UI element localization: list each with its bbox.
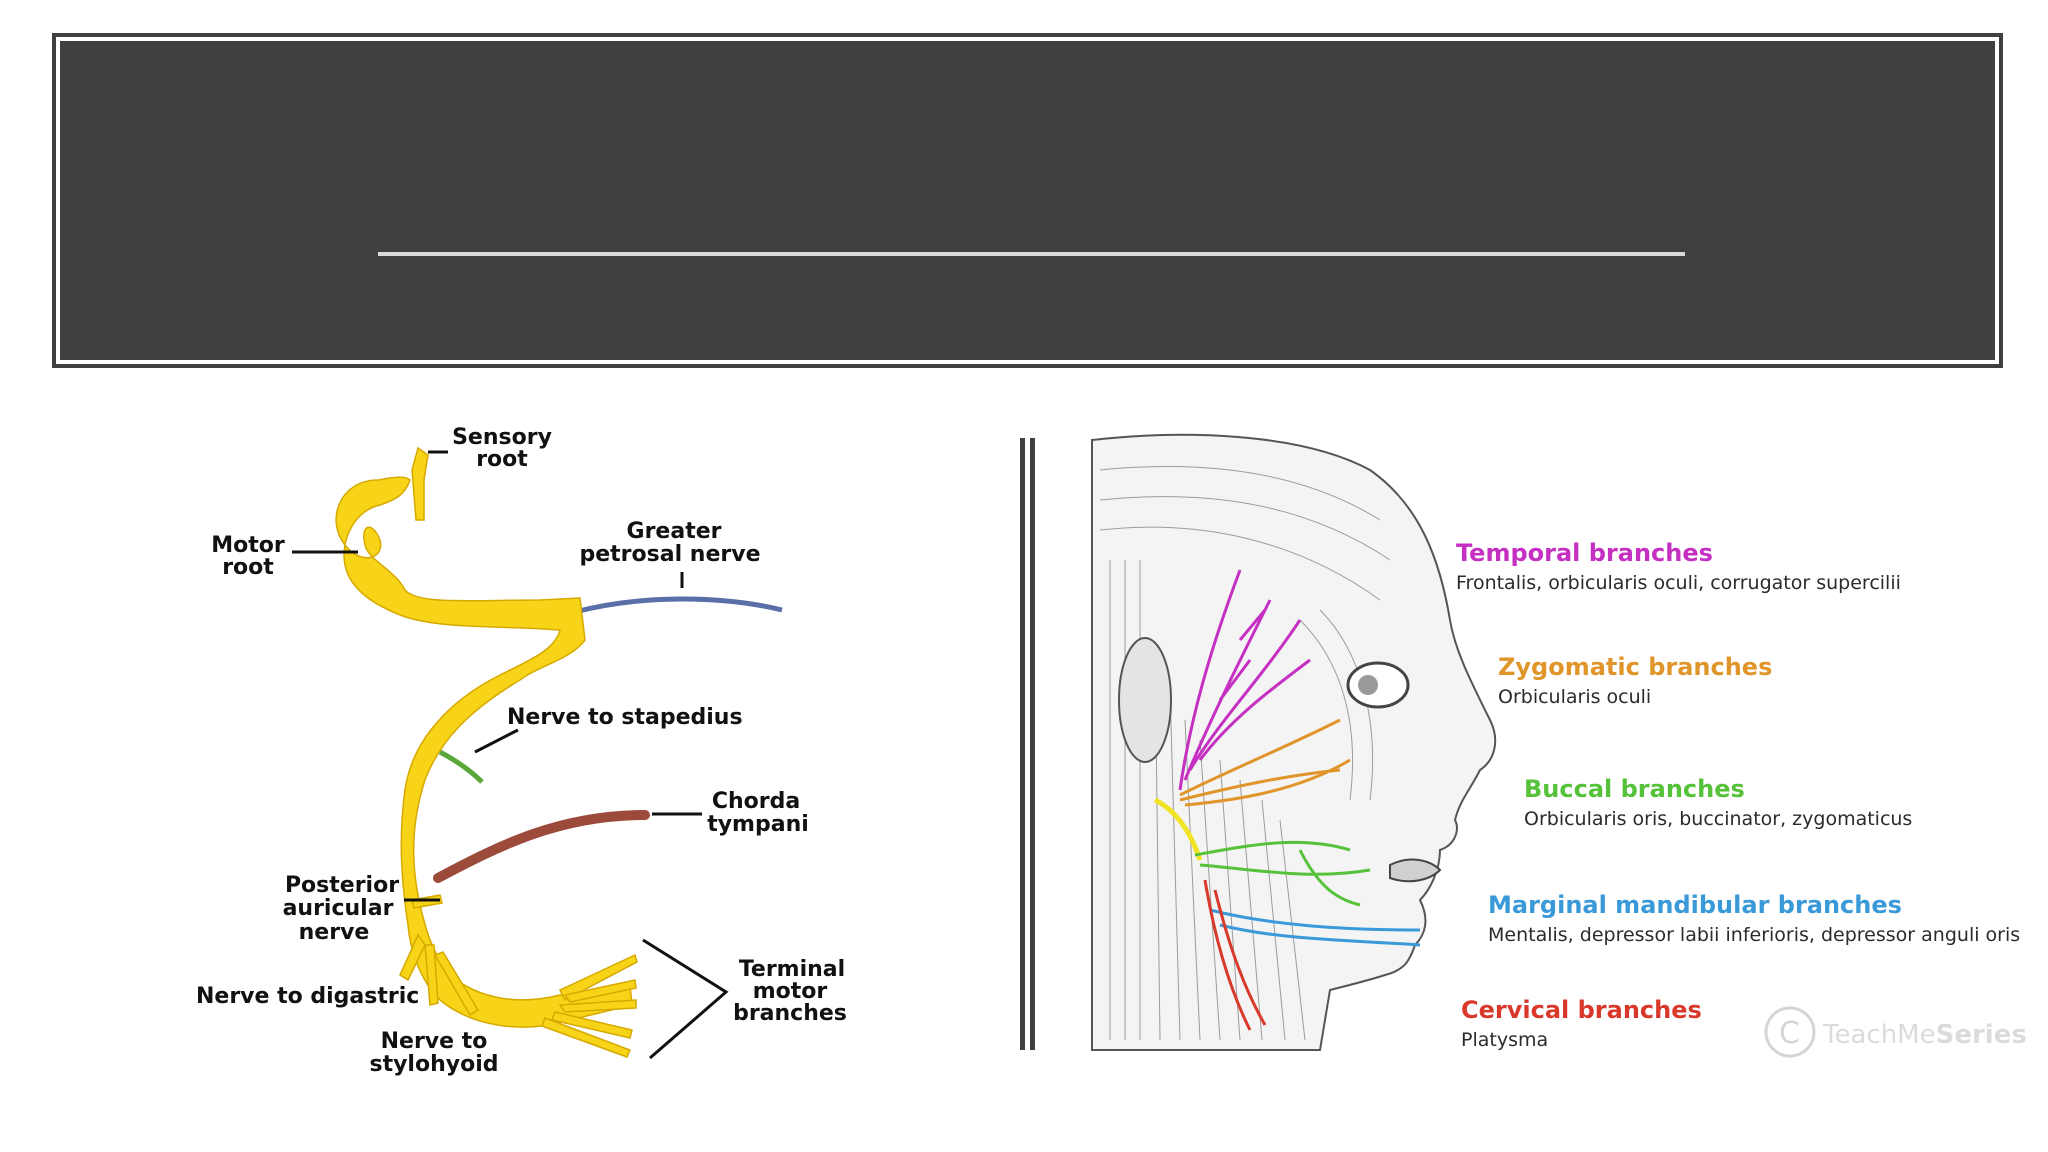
label-posterior-auricular-3: nerve — [299, 920, 370, 945]
label-nerve-to-stylohyoid-2: stylohyoid — [369, 1052, 498, 1077]
watermark-part2: Me — [1897, 1020, 1935, 1050]
iris-sketch — [1358, 675, 1378, 695]
copyright-icon — [1764, 1006, 1816, 1058]
label-terminal-3: branches — [733, 1001, 847, 1026]
label-motor-root-2: root — [222, 555, 274, 580]
nerve-trunk-path — [1153, 797, 1203, 861]
label-sensory-root-2: root — [476, 447, 528, 472]
label-nerve-to-stapedius: Nerve to stapedius — [507, 705, 743, 730]
title-underline — [378, 252, 1685, 256]
leader-lines — [292, 450, 729, 1060]
marginal-mandibular-branch-lines — [1209, 908, 1421, 947]
title-banner — [52, 33, 2003, 368]
buccal-branches-label: Buccal branches — [1524, 775, 1745, 803]
label-nerve-to-digastric: Nerve to digastric — [196, 984, 419, 1009]
buccal-branches-muscles: Orbicularis oris, buccinator, zygomaticu… — [1524, 808, 1912, 830]
zygomatic-branch-lines — [1179, 718, 1351, 807]
watermark: C TeachMeSeries — [1764, 1006, 2027, 1058]
zygomatic-branches-muscles: Orbicularis oculi — [1498, 686, 1651, 708]
divider-line-right — [1030, 438, 1035, 1050]
label-sensory-root-1: Sensory — [452, 425, 552, 450]
label-terminal-2: motor — [753, 979, 828, 1004]
zygomatic-branches-label: Zygomatic branches — [1498, 653, 1772, 681]
cervical-branches-label: Cervical branches — [1461, 996, 1702, 1024]
temporal-branch-lines — [1178, 569, 1311, 791]
facial-nerve-trunk — [335, 446, 638, 1058]
marginal-mandibular-branches-label: Marginal mandibular branches — [1488, 891, 1902, 919]
watermark-part3: Series — [1936, 1020, 2027, 1050]
marginal-mandibular-branches-muscles: Mentalis, depressor labii inferioris, de… — [1488, 924, 2020, 946]
label-greater-petrosal-2: petrosal nerve — [580, 542, 761, 567]
nerve-to-stapedius-path — [438, 749, 484, 784]
watermark-part1: Teach — [1822, 1020, 1897, 1050]
buccal-branch-lines — [1194, 840, 1371, 907]
cervical-branches-muscles: Platysma — [1461, 1029, 1548, 1051]
cervical-branch-lines — [1203, 879, 1267, 1031]
copyright-c-glyph: C — [1779, 1016, 1800, 1051]
label-terminal-1: Terminal — [739, 957, 845, 982]
label-motor-root-1: Motor — [211, 533, 285, 558]
label-nerve-to-stylohyoid-1: Nerve to — [381, 1029, 488, 1054]
temporal-branches-label: Temporal branches — [1456, 539, 1713, 567]
lips-sketch — [1389, 858, 1442, 883]
divider-line-left — [1020, 438, 1025, 1050]
facial-nerve-branches-diagram: Temporal branches Frontalis, orbicularis… — [1091, 433, 2027, 1058]
chorda-tympani-path — [433, 810, 650, 883]
label-posterior-auricular-2: auricular — [283, 896, 394, 921]
label-posterior-auricular-1: Posterior — [285, 873, 399, 898]
ear-sketch — [1118, 637, 1172, 763]
temporal-branches-muscles: Frontalis, orbicularis oculi, corrugator… — [1456, 572, 1901, 594]
facial-nerve-course-diagram: Sensory root Motor root Greater petrosal… — [196, 425, 847, 1077]
watermark-text: TeachMeSeries — [1822, 1020, 2027, 1050]
label-chorda-tympani-2: tympani — [707, 812, 809, 837]
label-greater-petrosal-1: Greater — [627, 519, 722, 544]
label-chorda-tympani-1: Chorda — [712, 789, 800, 814]
greater-petrosal-nerve-path — [574, 596, 783, 615]
